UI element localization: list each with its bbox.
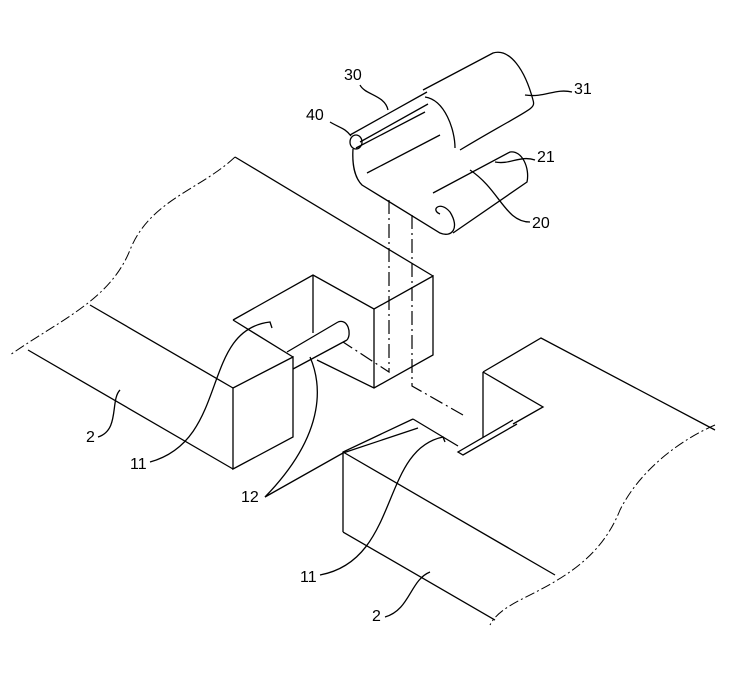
label-12: 12 <box>241 490 259 506</box>
right-member <box>343 338 715 625</box>
label-11-left: 11 <box>130 457 147 473</box>
label-2-right: 2 <box>372 609 381 625</box>
label-40: 40 <box>306 108 324 124</box>
label-2-left: 2 <box>86 430 95 446</box>
label-21: 21 <box>537 150 555 166</box>
left-member <box>10 157 433 469</box>
hinge-assembly <box>350 52 534 234</box>
label-30: 30 <box>344 68 362 84</box>
label-11-right: 11 <box>300 570 317 586</box>
label-31: 31 <box>574 82 592 98</box>
label-20: 20 <box>532 216 550 232</box>
